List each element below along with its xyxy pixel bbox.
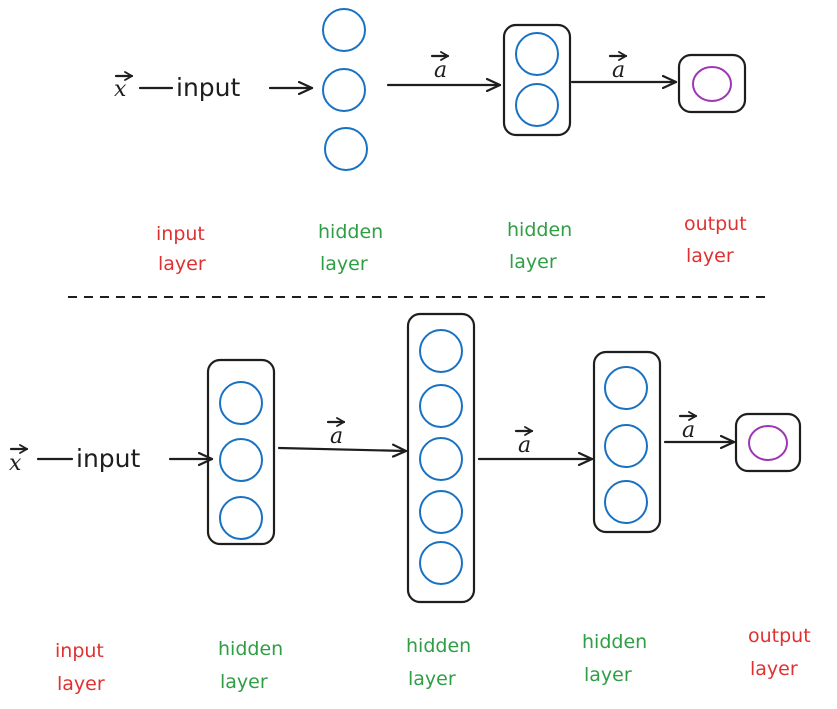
bottom-input-label-line1: input xyxy=(55,640,104,662)
top-input-symbol: x xyxy=(114,77,127,102)
bottom-input-text: input xyxy=(76,444,141,473)
layer-box xyxy=(734,412,802,473)
top-layer-labels: input layer hidden layer hidden layer ou… xyxy=(156,213,747,275)
neuron xyxy=(604,424,648,468)
layer-box xyxy=(406,312,476,604)
bottom-hidden-layer-2 xyxy=(406,312,476,604)
output-neuron xyxy=(748,425,788,461)
bottom-activation-label-3: a xyxy=(682,418,695,443)
neuron xyxy=(604,480,648,524)
neuron xyxy=(219,438,263,482)
layer-box xyxy=(502,23,572,137)
top-hidden2-label-line1: hidden xyxy=(507,219,572,241)
top-input-text: input xyxy=(176,73,241,102)
output-neuron xyxy=(692,66,732,102)
bottom-input-symbol: x xyxy=(9,451,22,476)
bottom-hidden1-label-line1: hidden xyxy=(218,638,283,660)
top-hidden1-label-line1: hidden xyxy=(318,221,383,243)
neuron xyxy=(419,329,463,373)
neuron xyxy=(324,127,368,171)
bottom-hidden-layer-1 xyxy=(206,358,276,546)
layer-box xyxy=(592,350,662,534)
neuron xyxy=(419,490,463,534)
bottom-hidden1-label-line2: layer xyxy=(220,671,268,693)
top-hidden-layer-1 xyxy=(322,8,368,171)
layer-box xyxy=(206,358,276,546)
neuron xyxy=(419,437,463,481)
top-hidden1-label-line2: layer xyxy=(320,253,368,275)
bottom-output-label-line2: layer xyxy=(750,658,798,680)
top-output-layer xyxy=(677,53,747,114)
top-input-vector: x xyxy=(114,71,134,102)
neuron xyxy=(419,384,463,428)
top-hidden-layer-2 xyxy=(502,23,572,137)
top-output-label-line2: layer xyxy=(686,245,734,267)
top-input-label-line1: input xyxy=(156,223,205,245)
top-input-label-line2: layer xyxy=(158,253,206,275)
top-activation-label-1: a xyxy=(434,58,447,83)
neuron xyxy=(604,366,648,410)
bottom-hidden3-label-line2: layer xyxy=(584,664,632,686)
bottom-input-vector: x xyxy=(9,444,29,476)
bottom-output-layer xyxy=(734,412,802,473)
bottom-activation-label-2: a xyxy=(518,433,531,458)
top-hidden2-label-line2: layer xyxy=(509,251,557,273)
bottom-hidden-layer-3 xyxy=(592,350,662,534)
bottom-activation-arrow-1 xyxy=(277,448,408,451)
top-output-label-line1: output xyxy=(684,213,747,235)
bottom-hidden2-label-line2: layer xyxy=(408,668,456,690)
neuron xyxy=(515,32,559,76)
bottom-hidden3-label-line1: hidden xyxy=(582,631,647,653)
bottom-activation-label-1: a xyxy=(330,424,343,449)
bottom-network: x input a a xyxy=(9,312,811,695)
neuron xyxy=(322,8,366,52)
top-network: x input a a i xyxy=(114,8,747,275)
neuron xyxy=(219,496,263,540)
bottom-layer-labels: input layer hidden layer hidden layer hi… xyxy=(55,625,811,695)
bottom-output-label-line1: output xyxy=(748,625,811,647)
neuron xyxy=(219,381,263,425)
top-activation-label-2: a xyxy=(612,58,625,83)
bottom-input-label-line2: layer xyxy=(57,673,105,695)
neuron xyxy=(322,68,366,112)
layer-box xyxy=(677,53,747,114)
neuron xyxy=(419,541,463,585)
bottom-hidden2-label-line1: hidden xyxy=(406,635,471,657)
neuron xyxy=(515,83,559,127)
